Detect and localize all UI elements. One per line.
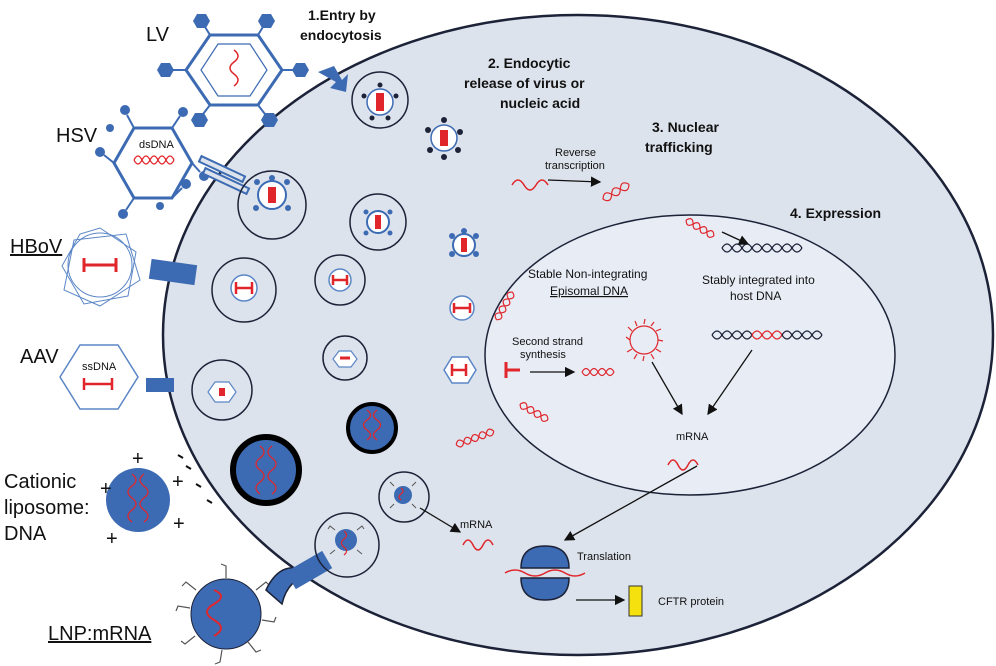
svg-text:+: + [100, 478, 112, 500]
step-2-line3: nucleic acid [500, 95, 580, 111]
dsdna-nucleus-entry [685, 218, 715, 238]
step-2-line1: 2. Endocytic [488, 55, 571, 71]
mrna-nucleus-strand [667, 459, 699, 471]
step-3-line1: 3. Nuclear [652, 119, 719, 135]
endosome-hbov-2 [314, 254, 366, 306]
svg-text:+: + [172, 471, 184, 493]
svg-text:+: + [132, 448, 144, 470]
label-lv: LV [146, 24, 170, 46]
arrow-lnp-mrna [419, 507, 462, 533]
dsdna-cytoplasm-2 [519, 402, 549, 422]
dsdna-reverse-transcribed [602, 182, 630, 202]
label-mrna-nucleus: mRNA [676, 431, 709, 443]
hsv-released [449, 228, 479, 257]
hbov-receptor [148, 258, 198, 286]
integrated-dna [711, 330, 823, 340]
label-integrated-2: host DNA [730, 289, 781, 303]
svg-text:+: + [106, 528, 118, 550]
lv-receptor [318, 66, 348, 92]
label-lnp: LNP:mRNA [48, 623, 152, 645]
label-second-2: synthesis [520, 349, 566, 361]
cftr-protein [628, 585, 643, 617]
ribosome [504, 545, 586, 601]
hbov-released [449, 295, 475, 321]
svg-text:+: + [173, 513, 185, 535]
label-aav: AAV [20, 346, 59, 368]
label-reverse-2: transcription [545, 160, 605, 172]
label-liposome-1: Cationic [4, 471, 76, 493]
label-liposome-3: DNA [4, 523, 47, 545]
dsdna-second-strand [581, 367, 615, 377]
arrow-mrna-to-ribosome [563, 465, 698, 541]
hbov-particle [61, 227, 141, 307]
ssdna-nucleus [504, 362, 520, 378]
step-1-line1: 1.Entry by [308, 7, 376, 23]
label-episomal-1: Stable Non-integrating [528, 267, 647, 281]
label-hsv: HSV [56, 125, 98, 147]
label-cftr: CFTR protein [658, 596, 724, 608]
label-second-1: Second strand [512, 336, 583, 348]
label-dsdna: dsDNA [139, 139, 175, 151]
label-ssdna: ssDNA [82, 361, 117, 373]
mrna-cytoplasm-strand [462, 539, 494, 551]
dsdna-cytoplasm-1 [494, 291, 515, 321]
lnp-particle [175, 563, 277, 665]
lnp-receptor [265, 550, 333, 606]
aav-released [443, 356, 477, 384]
cationic-liposome [106, 468, 170, 532]
hsv-particle [95, 105, 209, 219]
endosome-hsv [237, 170, 307, 240]
step-3-line2: trafficking [645, 139, 713, 155]
label-liposome-2: liposome: [4, 497, 90, 519]
arrow-episome-to-mrna [651, 361, 683, 416]
endosome-lnp [378, 471, 430, 523]
arrow-reverse-transcription [547, 176, 602, 187]
label-translation: Translation [577, 551, 631, 563]
liposome-charges: + + + + + [100, 448, 185, 550]
aav-particle [59, 344, 139, 410]
endosome-lnp-2 [314, 512, 380, 578]
endosome-hsv-2 [349, 193, 407, 251]
endosome-liposome-2 [346, 402, 398, 454]
lv-particle [157, 14, 309, 127]
nucleus [484, 214, 896, 496]
label-reverse-1: Reverse [555, 147, 596, 159]
endosome-liposome [230, 434, 302, 506]
endosome-aav [191, 359, 253, 421]
label-episomal-2: Episomal DNA [550, 284, 628, 298]
host-dna [721, 243, 803, 253]
label-hbov: HBoV [10, 236, 63, 258]
liposome-fusion-dashes [177, 454, 213, 504]
endosome-aav-2 [322, 335, 368, 381]
endosome-lv-released [425, 117, 463, 160]
label-integrated-1: Stably integrated into [702, 273, 815, 287]
episomal-dna-circle [625, 318, 664, 362]
arrow-host-integration [721, 231, 750, 245]
rna-cytoplasm-top [511, 179, 549, 191]
endosome-hbov [211, 257, 277, 323]
arrow-integrated-to-mrna [707, 349, 753, 416]
aav-receptor [146, 378, 174, 392]
endosome-lv [351, 71, 409, 129]
dsdna-cytoplasm-3 [455, 428, 495, 448]
step-4: 4. Expression [790, 205, 881, 221]
step-1-line2: endocytosis [300, 27, 382, 43]
step-2-line2: release of virus or [464, 75, 585, 91]
hsv-receptor [197, 154, 251, 196]
label-mrna-cytoplasm: mRNA [460, 519, 493, 531]
